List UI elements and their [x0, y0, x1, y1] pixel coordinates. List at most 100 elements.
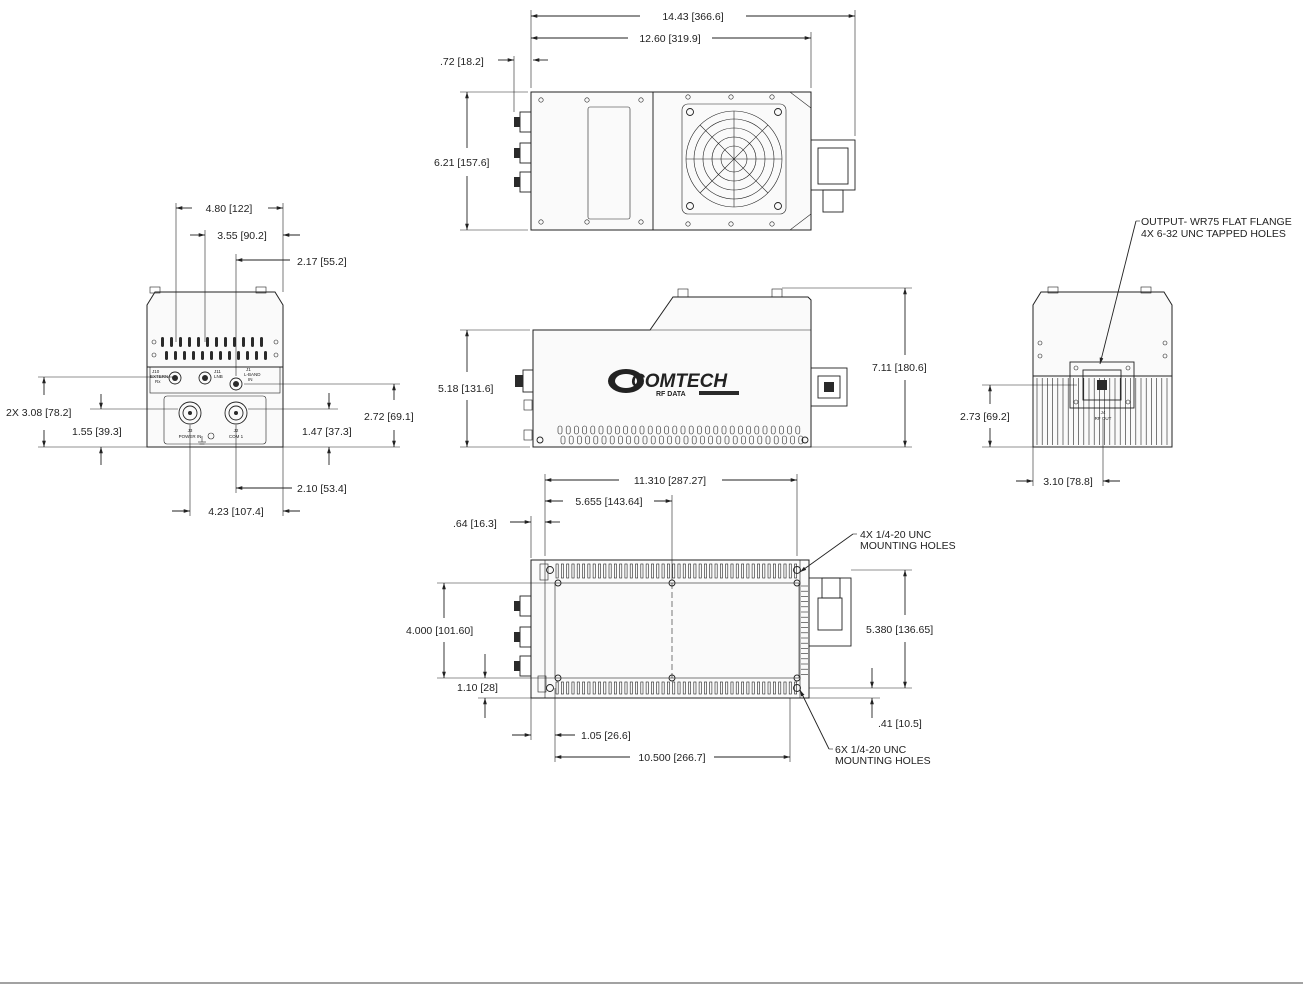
logo-subtext: RF DATA [656, 391, 686, 398]
fin [666, 563, 670, 579]
fan-icon [681, 103, 787, 215]
fin [651, 563, 654, 579]
fin [709, 681, 713, 695]
note-tapped-holes: 4X 6-32 UNC TAPPED HOLES [1141, 228, 1286, 240]
vent-slot [585, 435, 590, 445]
fin [624, 681, 628, 695]
comtech-logo: COMTECH RF DATA [608, 369, 739, 398]
vent-slot [574, 425, 579, 435]
fin [730, 681, 734, 695]
vent-slot [770, 425, 776, 435]
vent-slot [757, 435, 763, 445]
dim-3-08: 2X 3.08 [78.2] [6, 407, 71, 419]
fin [619, 563, 623, 579]
fin [640, 681, 644, 695]
vent-slot [615, 425, 620, 435]
vent-slot [782, 435, 787, 445]
dim-5-380: 5.380 [136.65] [866, 624, 933, 636]
fin [613, 563, 617, 579]
side-view: COMTECH RF DATA 5.18 [131.6] 7.11 [180.6… [438, 287, 927, 448]
vent-slot [749, 435, 754, 445]
fin [767, 563, 771, 579]
fin [582, 563, 586, 579]
fin [762, 681, 766, 695]
vent-slot [593, 435, 599, 445]
vent-slot [601, 435, 607, 445]
fin [629, 563, 633, 579]
vent-slots [557, 425, 804, 445]
vent-slot [746, 425, 751, 435]
vent-slot [738, 425, 743, 435]
fin [741, 563, 745, 579]
vent-slot [798, 435, 804, 445]
vent-slot [779, 425, 784, 435]
note-4x-mounting-holes: MOUNTING HOLES [860, 540, 956, 552]
vent-slot [795, 425, 801, 435]
vent-slot [713, 425, 719, 435]
fin [788, 563, 792, 579]
label-j11: J11 [214, 369, 221, 374]
fin [560, 563, 564, 579]
fin [714, 681, 718, 695]
fin [677, 563, 681, 579]
vent-slot [634, 435, 640, 445]
dim-3-10: 3.10 [78.8] [1043, 476, 1093, 488]
vent-slot [650, 435, 656, 445]
fin [635, 681, 639, 695]
top-view: 14.43 [366.6] 12.60 [319.9] .72 [18.2] 6… [434, 10, 856, 231]
fin [767, 681, 771, 695]
fin [693, 681, 697, 695]
dim-1-47: 1.47 [37.3] [302, 426, 352, 438]
note-output-flange: OUTPUT- WR75 FLAT FLANGE [1141, 216, 1292, 228]
vent-slot [623, 425, 628, 435]
fin [719, 681, 723, 695]
fin [725, 563, 729, 579]
dim-2-73: 2.73 [69.2] [960, 411, 1010, 423]
dim-1-55: 1.55 [39.3] [72, 426, 122, 438]
dim-0-72: .72 [18.2] [440, 56, 484, 68]
fin [725, 681, 729, 695]
fin [682, 563, 686, 579]
fin [613, 681, 617, 695]
vent-slot [568, 435, 574, 445]
dim-2-72: 2.72 [69.1] [364, 411, 414, 423]
dim-1-05: 1.05 [26.6] [581, 730, 631, 742]
vent-slot [787, 425, 792, 435]
fin [783, 681, 787, 695]
heatsink-fins [555, 563, 808, 695]
fin [741, 681, 745, 695]
fin [571, 681, 575, 695]
fin [592, 563, 596, 579]
vent-slot [765, 435, 771, 445]
dim-2-10: 2.10 [53.4] [297, 483, 347, 495]
dim-4-23: 4.23 [107.4] [208, 506, 264, 518]
vent-slot [577, 435, 582, 445]
vent-slot [680, 425, 686, 435]
label-rf-out: RF OUT [1095, 416, 1112, 421]
vent-slot [598, 425, 604, 435]
dim-1-10: 1.10 [28] [457, 682, 498, 694]
fin [778, 681, 782, 695]
fin [571, 563, 575, 579]
fin [783, 563, 787, 579]
note-4x-mounting: 4X 1/4-20 UNC [860, 529, 932, 541]
ground-icon [198, 436, 206, 445]
dim-4-80: 4.80 [122] [206, 203, 253, 215]
fin [751, 681, 755, 695]
vent-slot [691, 435, 697, 445]
vent-slot [754, 425, 760, 435]
vent-slot [631, 425, 637, 435]
fin [661, 563, 665, 579]
fin [560, 681, 564, 695]
fin [555, 681, 559, 695]
vent-slot [647, 425, 653, 435]
label-j11-lnb: LNB [214, 374, 223, 379]
fin [698, 681, 702, 695]
fin [582, 681, 586, 695]
fin [603, 563, 607, 579]
fin [693, 563, 697, 579]
vent-slot [590, 425, 596, 435]
fin [592, 681, 596, 695]
vent-slot [721, 425, 727, 435]
